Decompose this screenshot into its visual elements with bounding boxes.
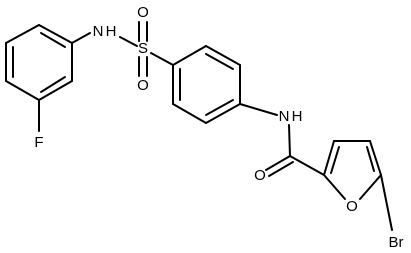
sulfonamide-nitrogen-label: N (93, 23, 104, 40)
phenylene-ring (172, 45, 241, 124)
carbonyl-oxygen-label: O (254, 167, 266, 184)
bond (172, 45, 207, 66)
fluorophenyl-ring (5, 24, 73, 101)
n-s-bond (119, 36, 138, 47)
bond (5, 80, 40, 101)
c-o-double-bond-a (265, 155, 291, 171)
double-bond-inner (205, 99, 234, 116)
s-c-bond (150, 52, 174, 66)
c-o-double-bond-b (268, 161, 294, 177)
furan-oxygen-label: O (346, 198, 358, 215)
c-n-amide-bond (239, 103, 278, 116)
double-bond-inner (40, 32, 66, 48)
bond (205, 45, 241, 66)
sulfonamide-hydrogen-label: H (106, 23, 117, 40)
bond (323, 174, 346, 200)
sulfonyl-oxygen-upper-label: O (137, 4, 149, 21)
furan-ring (323, 140, 382, 200)
sulfonyl-oxygen-lower-label: O (137, 77, 149, 94)
bromine-atom-label: Br (389, 234, 404, 251)
c-c-furan-bond (289, 155, 325, 176)
bond (5, 24, 40, 44)
bond (205, 103, 241, 124)
amide-hydrogen-label: H (292, 108, 303, 125)
fluorine-atom-label: F (34, 134, 43, 151)
double-bond-inner (330, 146, 340, 174)
bond (323, 140, 335, 176)
c-br-bond (380, 174, 393, 231)
c-n-bond (71, 32, 91, 44)
double-bond-inner (40, 76, 66, 93)
bond (359, 174, 382, 200)
double-bond-inner (205, 53, 234, 70)
bond (38, 80, 73, 101)
bond (38, 24, 73, 44)
bond (172, 103, 207, 124)
n-c-carbonyl-bond (288, 124, 291, 157)
bond (369, 140, 382, 176)
sulfur-atom-label: S (138, 40, 148, 57)
double-bond-inner (366, 146, 375, 172)
amide-nitrogen-label: N (279, 108, 290, 125)
